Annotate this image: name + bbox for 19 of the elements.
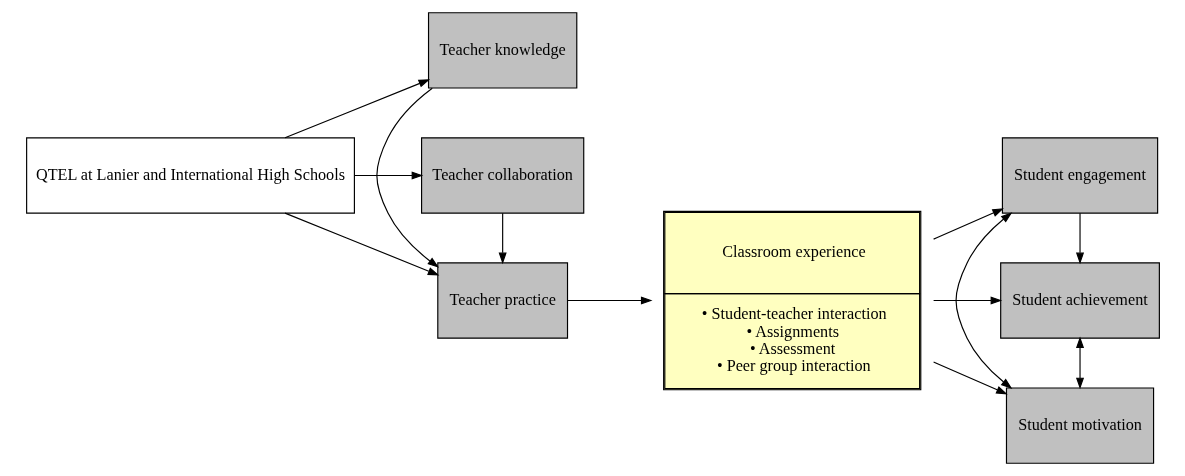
node-box: Student motivation xyxy=(1005,387,1154,464)
arrow xyxy=(932,296,1002,305)
arrow xyxy=(954,212,1012,389)
arrow xyxy=(1075,212,1084,265)
arrow xyxy=(932,361,1008,395)
node-box: Student engagement xyxy=(1001,137,1158,214)
arrow xyxy=(566,296,652,305)
arrow xyxy=(1075,336,1084,390)
arrow xyxy=(932,208,1004,240)
node-box: QTEL at Lanier and International High Schools xyxy=(25,137,355,214)
node-box: Student achievement xyxy=(999,262,1160,339)
arrow xyxy=(353,171,423,180)
arrow xyxy=(283,79,430,139)
node-box: Teacher collaboration xyxy=(420,137,584,214)
arrow xyxy=(498,212,507,265)
arrow xyxy=(375,87,439,268)
arrow xyxy=(283,212,439,276)
node-box: Teacher knowledge xyxy=(427,12,577,89)
node-box: Teacher practice xyxy=(436,262,568,339)
